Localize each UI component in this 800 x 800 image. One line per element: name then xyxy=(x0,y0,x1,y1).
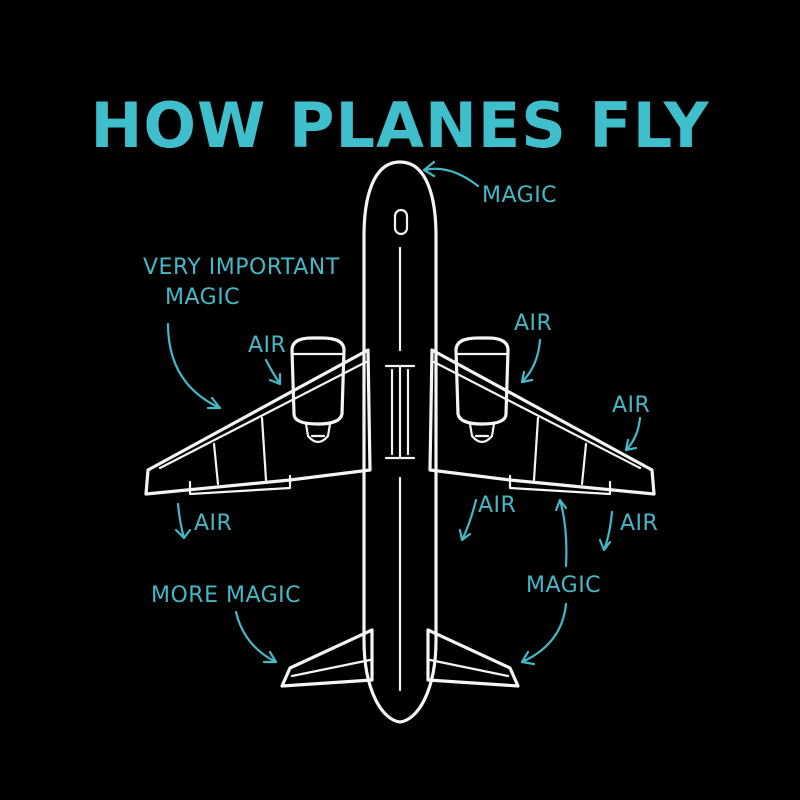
annotation-labels: MAGIC VERY IMPORTANT MAGIC AIR AIR AIR A… xyxy=(143,183,658,608)
right-wing-spoiler-2 xyxy=(532,416,540,482)
arrow-magic-up xyxy=(554,498,568,568)
airplane-drawing xyxy=(144,160,656,724)
left-stabilizer xyxy=(280,628,374,688)
wing-box xyxy=(384,364,416,460)
label-air-right-engine: AIR xyxy=(514,311,552,336)
arrow-air-left-engine xyxy=(264,358,282,386)
diagram-title: HOW PLANES FLY xyxy=(90,89,709,162)
left-wing-spoiler-2 xyxy=(260,416,268,482)
label-more-magic: MORE MAGIC xyxy=(151,583,301,608)
arrow-air-right-mid xyxy=(458,498,478,542)
left-engine xyxy=(290,336,346,444)
left-wing xyxy=(144,348,372,496)
label-air-right-mid: AIR xyxy=(478,493,516,518)
right-wing-spoiler-1 xyxy=(580,442,588,486)
arrow-very-important xyxy=(166,322,222,410)
label-air-left-under: AIR xyxy=(194,511,232,536)
label-very-important-1: VERY IMPORTANT xyxy=(143,255,340,280)
label-very-important-2: MAGIC xyxy=(165,285,240,310)
right-stabilizer xyxy=(426,628,520,688)
label-magic-nose: MAGIC xyxy=(482,183,557,208)
arrow-more-magic xyxy=(234,610,278,664)
arrow-magic-nose xyxy=(422,160,480,188)
left-wing-flap xyxy=(188,474,292,496)
arrow-air-right-engine xyxy=(520,338,542,384)
arrow-air-right-wingtip xyxy=(624,416,642,452)
arrow-air-left-under xyxy=(174,502,192,540)
right-wing-edge xyxy=(432,360,642,470)
annotation-arrows xyxy=(166,160,642,666)
right-wing xyxy=(428,348,656,496)
left-wing-spoiler-1 xyxy=(212,442,220,486)
label-air-left-engine: AIR xyxy=(248,333,286,358)
fuselage xyxy=(362,160,438,724)
arrow-air-right-outer xyxy=(598,510,614,552)
label-air-right-wingtip: AIR xyxy=(612,393,650,418)
right-wing-flap xyxy=(508,474,612,496)
label-air-right-outer: AIR xyxy=(620,511,658,536)
cockpit-window xyxy=(393,208,409,236)
right-engine xyxy=(454,336,510,444)
left-wing-edge xyxy=(158,360,368,470)
label-magic-right-lower: MAGIC xyxy=(526,573,601,598)
arrow-magic-down xyxy=(520,602,568,666)
